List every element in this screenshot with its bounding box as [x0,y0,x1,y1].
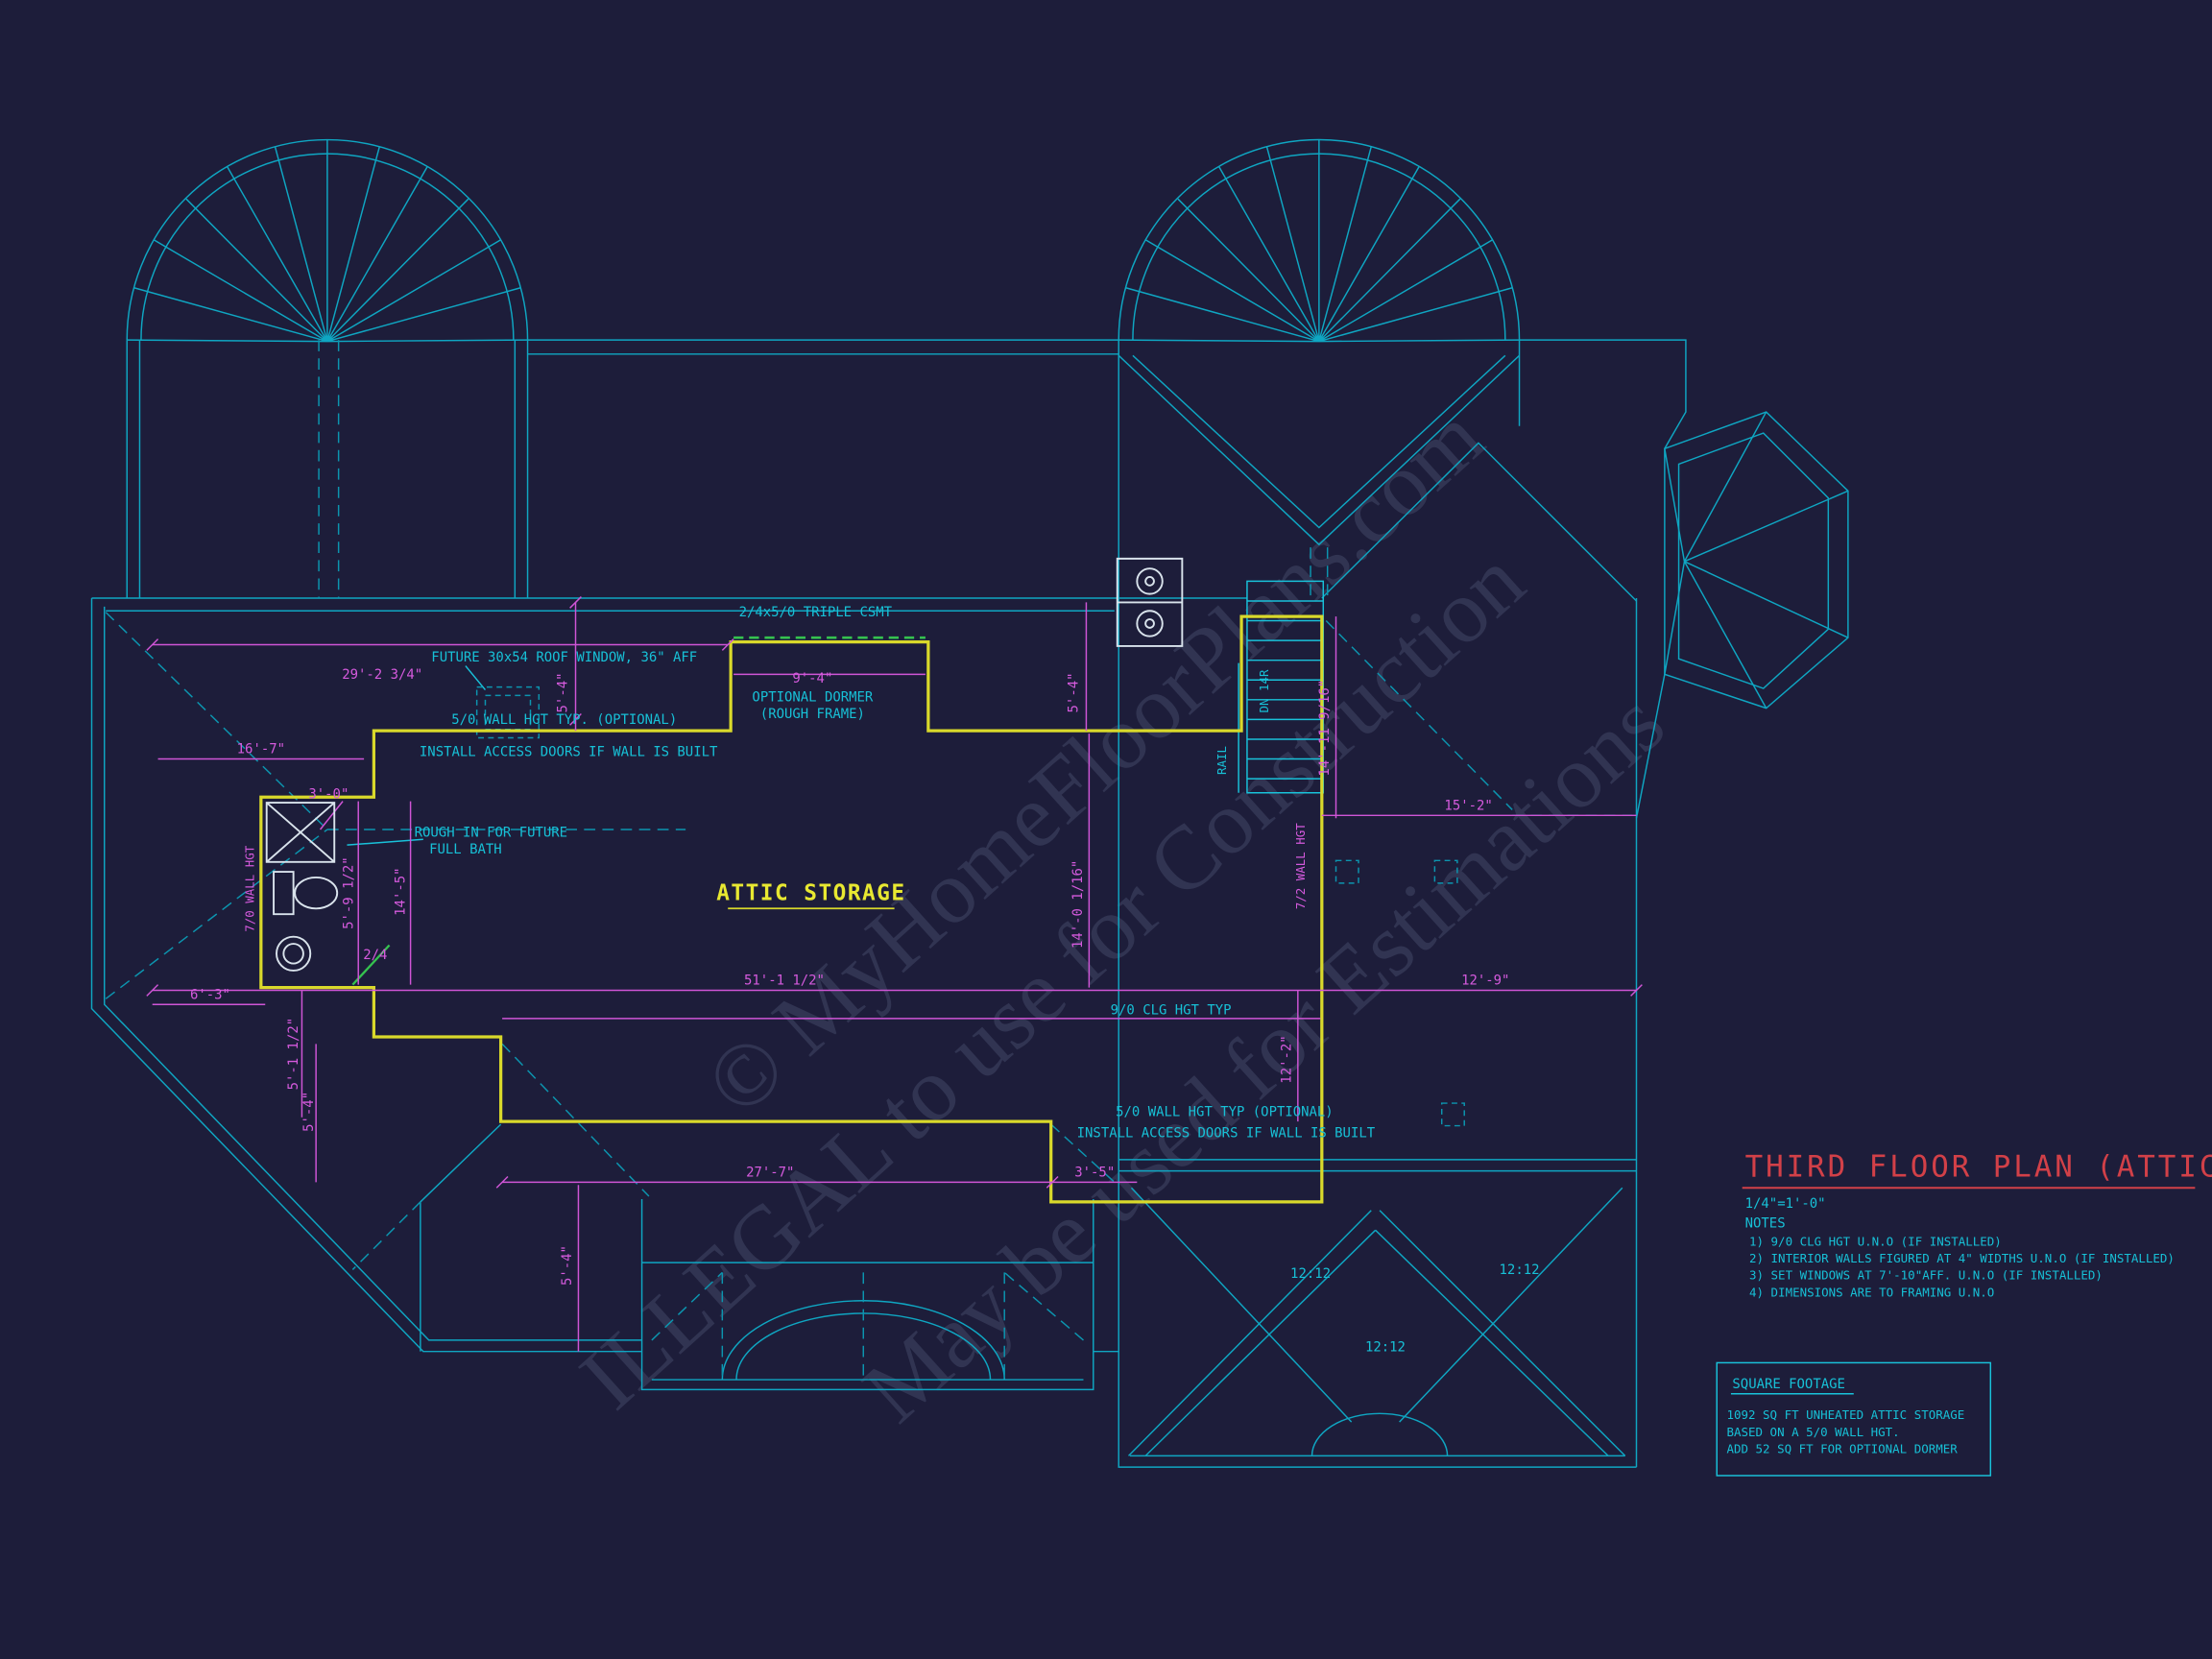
watermark-line1: © MyHomeFloorPlans.com [687,387,1503,1135]
pitch-label-3: 12:12 [1365,1340,1406,1356]
stairs-dn-label: DN 14R [1257,669,1271,713]
square-footage-line1: 1092 SQ FT UNHEATED ATTIC STORAGE [1727,1407,1965,1422]
pitch-label-1: 12:12 [1290,1266,1331,1282]
dim-5-4-bottom: 5'-4" [560,1245,575,1286]
dim-12-9: 12'-9" [1461,974,1509,989]
triple-csmt-label: 2/4x5/0 TRIPLE CSMT [739,605,893,620]
sink-inner [282,943,304,965]
main-body-left-outline [90,598,642,1353]
dim-dormer-width: 9'-4" [792,671,832,686]
left-tower-walls [126,340,529,599]
bath-door-size: 2/4 [363,948,387,963]
future-window-leader [465,665,487,690]
access-doors-top-label: INSTALL ACCESS DOORS IF WALL IS BUILT [420,745,718,760]
gable-diagonals [1127,1187,1626,1456]
dimension-ticks [146,596,1643,1189]
wing-ridges [1321,339,1687,819]
gable-outline [1118,598,1638,1468]
stairs-treads [1246,600,1324,780]
bay-outline [640,1198,1119,1391]
wall-hgt-left-label: 7/0 WALL HGT [242,845,256,932]
shower [265,802,336,863]
note-2: 2) INTERIOR WALLS FIGURED AT 4" WIDTHS U… [1749,1251,2175,1265]
lower-left-step [420,1123,502,1352]
watermark-layer: © MyHomeFloorPlans.com ILLEGAL to use fo… [562,387,1683,1441]
rail-label: RAIL [1214,746,1229,775]
fixture-layer [265,557,1184,972]
dormer-label-2: (ROUGH FRAME) [760,707,865,722]
wall-hgt-bottom-label: 5/0 WALL HGT TYP (OPTIONAL) [1116,1104,1334,1119]
roof-outline-layer [90,138,1849,1468]
wall-hgt-top-label: 5/0 WALL HGT TYP. (OPTIONAL) [451,712,677,728]
note-3: 3) SET WINDOWS AT 7'-10"AFF. U.N.O (IF I… [1749,1268,2103,1283]
dim-51-1-half: 51'-1 1/2" [744,974,825,989]
valley-dashed [501,1043,1116,1197]
sink-outer [276,935,312,972]
dimension-lines [152,602,1637,1352]
attic-wall-layer [259,614,1324,1204]
dim-15-2: 15'-2" [1444,798,1492,813]
pitch-label-2: 12:12 [1500,1262,1540,1278]
dim-5-9-half: 5'-9 1/2" [341,856,356,929]
note-1: 1) 9/0 CLG HGT U.N.O (IF INSTALLED) [1749,1234,2002,1248]
round-window-pair [1116,557,1184,647]
future-window-label: FUTURE 30x54 ROOF WINDOW, 36" AFF [431,650,697,665]
dimension-text-layer: 29'-2 3/4" 5'-4" 9'-4" 5'-4" 16'-7" 3'-0… [190,667,1509,1286]
roof-penetration-squares [1334,859,1465,1127]
dim-14-11: 14'-11 9/16" [1317,680,1333,777]
plan-scale: 1/4"=1'-0" [1745,1196,1826,1212]
attic-wall-outline [259,614,1324,1204]
right-tower-valley [1118,340,1521,599]
square-footage-line3: ADD 52 SQ FT FOR OPTIONAL DORMER [1727,1441,1959,1455]
dim-6-3: 6'-3" [190,987,230,1002]
dim-5-1-half: 5'-1 1/2" [286,1018,301,1091]
dim-5-4-top-right: 5'-4" [1067,672,1082,712]
dim-16-7: 16'-7" [237,742,285,757]
left-hip-dashed [105,612,686,1270]
square-footage-border [1716,1361,1992,1477]
clg-hgt-label: 9/0 CLG HGT TYP [1111,1002,1232,1018]
dim-3-5: 3'-5" [1074,1165,1115,1180]
square-footage-box: SQUARE FOOTAGE 1092 SQ FT UNHEATED ATTIC… [1716,1361,1992,1477]
dim-27-7: 27'-7" [746,1165,794,1180]
dim-5-4-top-left: 5'-4" [556,672,571,712]
rough-in-label-2: FULL BATH [429,842,502,857]
main-body-top-edge [91,597,1247,612]
toilet-tank [273,871,295,916]
annotation-layer: 2/4x5/0 TRIPLE CSMT FUTURE 30x54 ROOF WI… [415,605,1540,1356]
dim-12-2: 12'-2" [1279,1035,1294,1083]
wall-hgt-right-label: 7/2 WALL HGT [1293,823,1308,910]
left-tower-fan-lines [127,139,528,343]
toilet-bowl [294,877,339,910]
dim-3-0: 3'-0" [308,787,349,803]
right-tower-fan-lines [1118,139,1520,343]
note-4: 4) DIMENSIONS ARE TO FRAMING U.N.O [1749,1285,1994,1299]
dim-14-5: 14'-5" [394,867,409,915]
dim-14-0: 14'-0 1/16" [1070,860,1086,949]
gable-vent-arc [1310,1412,1449,1456]
tower-valley-dashed [318,340,1329,599]
dim-top-width: 29'-2 3/4" [342,667,422,683]
dim-5-4-left-low: 5'-4" [301,1092,317,1132]
title-block: THIRD FLOOR PLAN (ATTIC) 1/4"=1'-0" NOTE… [1742,1149,2212,1299]
dimension-line-layer [146,596,1643,1352]
upper-ridge-lines [527,339,1119,355]
side-bay-outline [1664,411,1849,709]
rough-in-label-1: ROUGH IN FOR FUTURE [415,825,567,840]
notes-heading: NOTES [1745,1215,1786,1231]
square-footage-heading: SQUARE FOOTAGE [1732,1377,1844,1392]
access-doors-bottom-label: INSTALL ACCESS DOORS IF WALL IS BUILT [1077,1125,1376,1141]
square-footage-line2: BASED ON A 5/0 WALL HGT. [1727,1425,1900,1439]
attic-storage-label: ATTIC STORAGE [716,880,905,905]
side-bay-fan-lines [1664,411,1849,709]
plan-title: THIRD FLOOR PLAN (ATTIC) [1745,1149,2212,1184]
dormer-label-1: OPTIONAL DORMER [752,689,873,705]
